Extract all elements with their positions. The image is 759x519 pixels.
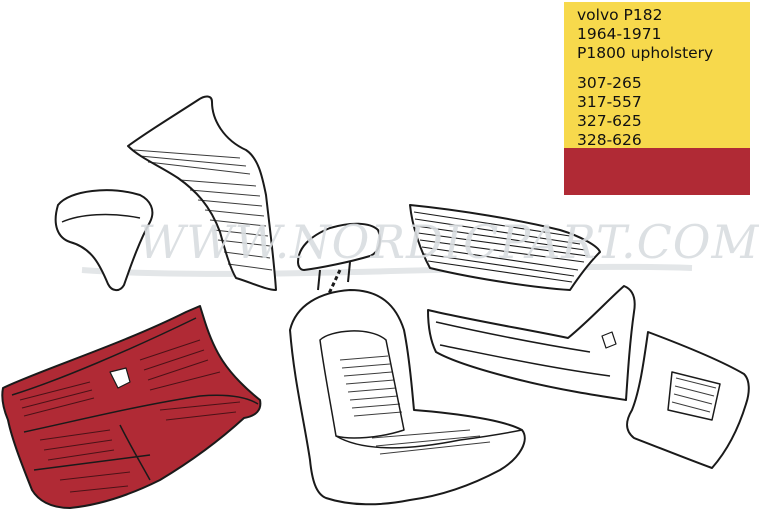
- rear-quarter-panel: [409, 204, 601, 291]
- badge-icon: [109, 367, 131, 389]
- label-box: [564, 2, 750, 148]
- part-code-1: 307-265: [577, 74, 642, 92]
- rear-side-panel: [127, 95, 277, 291]
- part-code-2: 317-557: [577, 93, 642, 111]
- part-code-3: 327-625: [577, 112, 642, 130]
- headrest: [297, 222, 381, 301]
- part-title: P1800 upholstery: [577, 44, 714, 62]
- label-text: volvo P182 1964-1971 P1800 upholstery 30…: [577, 6, 713, 150]
- watermark-swoosh: [81, 263, 693, 277]
- wheel-arch-cover: [54, 189, 154, 292]
- door-panel: [427, 285, 636, 401]
- part-code-4: 328-626: [577, 131, 642, 149]
- model-years: 1964-1971: [577, 25, 662, 43]
- rear-seat: [1, 305, 262, 509]
- model-name: volvo P182: [577, 6, 663, 24]
- door-handle-icon: [601, 331, 617, 349]
- color-swatch: [564, 148, 750, 195]
- kick-panel: [626, 331, 750, 469]
- watermark: WWW.NORDICPART.COM: [138, 215, 759, 269]
- front-seat: [289, 289, 526, 506]
